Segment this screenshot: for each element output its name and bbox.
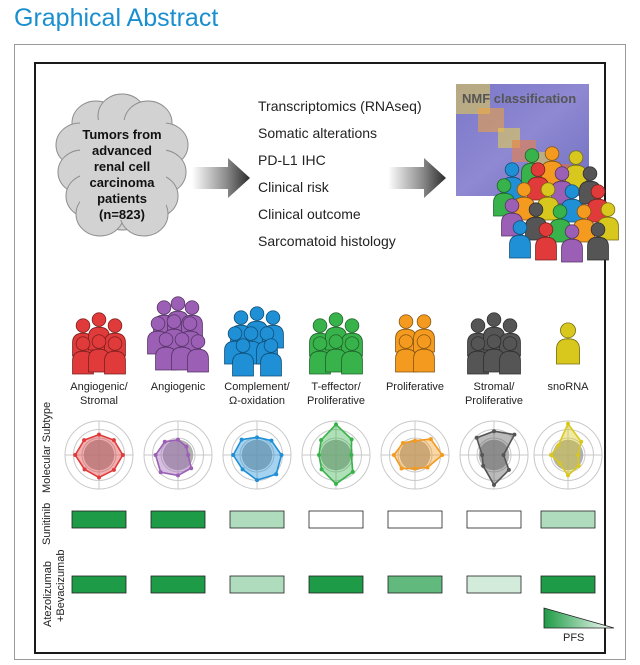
pfs-bars <box>71 510 596 594</box>
atezo-bev-pfs-bar <box>387 575 443 594</box>
outer-frame <box>14 44 626 660</box>
subtype-person-icon <box>260 338 282 377</box>
row-label-sunitinib: Sunitinib <box>41 502 53 545</box>
data-type-item: Clinical risk <box>258 179 329 195</box>
page-title: Graphical Abstract <box>14 4 219 32</box>
subtype-group-icon <box>467 312 521 375</box>
process-arrows <box>192 158 446 198</box>
atezo-bev-pfs-bar <box>150 575 206 594</box>
crowd-person-icon <box>535 222 557 261</box>
row-label-molecular-subtype: Molecular Subtype <box>41 401 53 493</box>
subtype-person-icon <box>88 334 110 373</box>
tumor-cloud-icon <box>55 93 189 237</box>
subtype-person-icon <box>104 336 126 375</box>
crowd-person-icon <box>587 222 609 261</box>
subtype-person-icon <box>499 336 521 375</box>
sunitinib-pfs-bar <box>308 510 364 529</box>
right-arrow-icon <box>388 158 446 198</box>
sunitinib-pfs-bar <box>150 510 206 529</box>
subtype-label: Proliferative <box>385 381 445 393</box>
nmf-classification-label: NMF classification <box>462 91 577 106</box>
subtype-group-icon <box>224 306 284 377</box>
data-type-item: Transcriptomics (RNAseq) <box>258 98 422 114</box>
sunitinib-pfs-bar <box>540 510 596 529</box>
sunitinib-pfs-bar <box>71 510 127 529</box>
pfs-legend <box>543 607 615 629</box>
tumor-description: Tumors from advanced renal cell carcinom… <box>82 127 162 222</box>
tumor-cloud-fill <box>80 120 166 220</box>
subtype-label: T-effector/Proliferative <box>306 381 366 407</box>
subtype-label: Complement/Ω-oxidation <box>224 381 290 407</box>
crowd-person-icon <box>549 204 571 243</box>
subtype-group-icon <box>309 312 363 375</box>
subtype-person-icon <box>341 336 363 375</box>
subtype-group-icon <box>556 322 580 365</box>
subtype-label: snoRNA <box>547 381 589 393</box>
subtype-groups <box>72 296 580 377</box>
subtype-group-icon <box>147 296 209 373</box>
pfs-legend-label: PFS <box>563 632 585 644</box>
data-type-item: PD-L1 IHC <box>258 152 326 168</box>
right-arrow-icon <box>192 158 250 198</box>
radar-plot <box>533 420 603 490</box>
sunitinib-pfs-bar <box>466 510 522 529</box>
crowd-person-icon <box>565 150 587 189</box>
atezo-bev-pfs-bar <box>308 575 364 594</box>
pfs-wedge-icon <box>543 607 615 629</box>
crowd-person-icon <box>509 220 531 259</box>
row-label-atezolizumab: Atezolizumab <box>42 560 54 627</box>
subtype-label: Angiogenic/Stromal <box>70 381 128 407</box>
radar-plot <box>459 420 529 490</box>
data-types-list: Transcriptomics (RNAseq) Somatic alterat… <box>258 96 422 258</box>
subtype-group-icon <box>72 312 126 375</box>
radar-plot <box>380 420 450 490</box>
sunitinib-pfs-bar <box>387 510 443 529</box>
subtype-person-icon <box>556 322 580 365</box>
radar-plot <box>64 420 134 490</box>
atezo-bev-pfs-bar <box>71 575 127 594</box>
radar-plot <box>143 420 213 490</box>
subtype-label: Stromal/Proliferative <box>464 381 524 407</box>
crowd-person-icon <box>573 204 595 243</box>
data-type-item: Sarcomatoid histology <box>258 233 396 249</box>
atezo-bev-pfs-bar <box>466 575 522 594</box>
subtype-group-icon <box>395 314 435 373</box>
subtype-person-icon <box>413 334 435 373</box>
data-type-item: Somatic alterations <box>258 125 378 141</box>
radar-plots <box>64 420 603 490</box>
atezo-bev-pfs-bar <box>229 575 285 594</box>
subtype-person-icon <box>187 334 209 373</box>
row-label-bevacizumab: +Bevacizumab <box>55 549 67 622</box>
crowd-person-icon <box>561 224 583 263</box>
atezo-bev-pfs-bar <box>540 575 596 594</box>
radar-plot <box>301 420 371 490</box>
data-type-item: Clinical outcome <box>258 206 361 222</box>
subtype-label: Angiogenic <box>150 381 206 393</box>
subtype-person-icon <box>232 338 254 377</box>
radar-plot <box>222 420 292 490</box>
patient-crowd-icon <box>493 146 619 263</box>
sunitinib-pfs-bar <box>229 510 285 529</box>
radar-polygon <box>318 423 354 485</box>
inner-frame <box>34 62 606 654</box>
